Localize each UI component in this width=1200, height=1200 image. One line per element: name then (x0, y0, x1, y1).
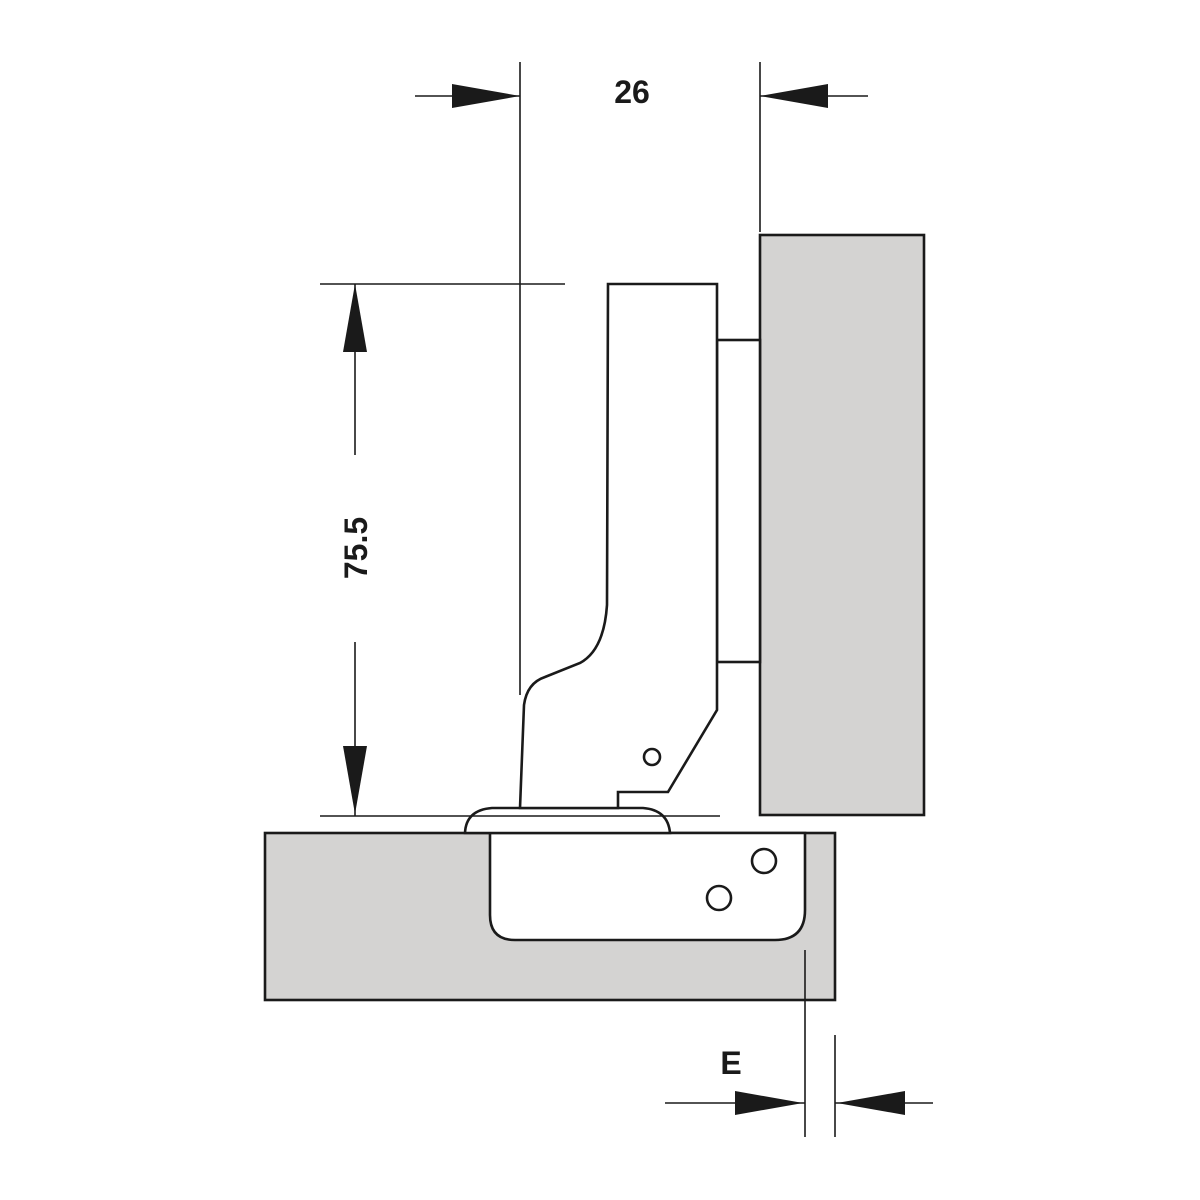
screw-hole-lower (705, 884, 733, 912)
hinge-arm (518, 282, 719, 810)
arrow-right-icon (452, 84, 520, 108)
adjustment-screw (642, 747, 662, 767)
arrow-up-icon (343, 284, 367, 352)
cup-flange (463, 806, 672, 835)
screw-hole-upper (750, 847, 778, 875)
width-label: 26 (614, 74, 650, 110)
arrow-left-icon (837, 1091, 905, 1115)
hinge-cup (488, 831, 807, 942)
height-label: 75.5 (338, 517, 374, 579)
dimension-overlay: E (665, 950, 933, 1137)
dimension-width: 26 (415, 62, 868, 695)
mounting-plate (715, 338, 762, 664)
dimension-height: 75.5 (320, 283, 720, 817)
cabinet-side-panel (758, 233, 926, 817)
arrow-down-icon (343, 746, 367, 814)
arrow-right-icon (735, 1091, 803, 1115)
arrow-left-icon (760, 84, 828, 108)
overlay-label: E (720, 1045, 741, 1081)
